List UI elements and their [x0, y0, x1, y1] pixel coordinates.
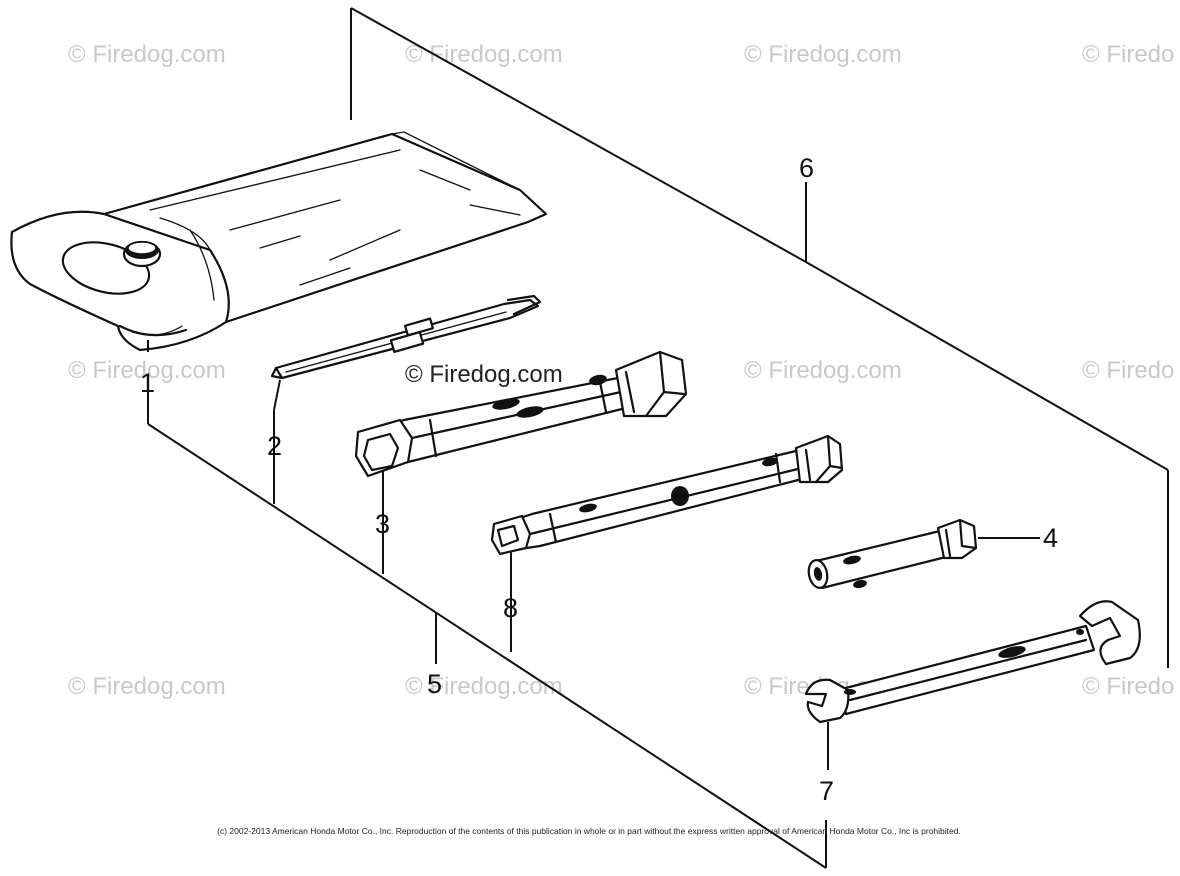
callout-8: 8 [503, 593, 518, 623]
callout-4: 4 [1043, 523, 1058, 553]
tool-set-bracket [147, 7, 1169, 869]
open-end-wrench [804, 600, 1141, 724]
watermark-text: © Firedog.com [68, 673, 226, 700]
copyright-notice: (c) 2002-2013 American Honda Motor Co., … [217, 826, 961, 836]
box-wrench-large [354, 350, 688, 478]
callout-3: 3 [375, 509, 390, 539]
watermark-text: © Firedog.com [405, 41, 563, 68]
callout-6: 6 [799, 153, 814, 183]
watermark-text: © Firedog.com [744, 41, 902, 68]
watermark-text: © Firedo [1082, 357, 1174, 384]
callout-7: 7 [819, 776, 834, 806]
screwdriver [270, 294, 542, 380]
tool-bag [10, 131, 548, 352]
watermark-text: © Firedog.com [68, 357, 226, 384]
callout-labels: 1 2 3 4 5 6 7 8 [140, 153, 1058, 806]
callout-5: 5 [427, 669, 442, 699]
callout-leaders [147, 340, 829, 770]
watermark-text: © Firedo [1082, 673, 1174, 700]
watermark-text: © Firedog.com [405, 361, 563, 388]
callout-1: 1 [140, 368, 155, 398]
callout-2: 2 [267, 431, 282, 461]
watermark-text: © Firedog.com [68, 41, 226, 68]
box-wrench-medium [490, 434, 844, 556]
watermark-text: © Firedo [1082, 41, 1174, 68]
watermark-text: © Firedog.com [744, 357, 902, 384]
watermark-layer: © Firedog.com © Firedog.com © Firedog.co… [68, 41, 1174, 700]
socket-extension [807, 518, 1040, 590]
